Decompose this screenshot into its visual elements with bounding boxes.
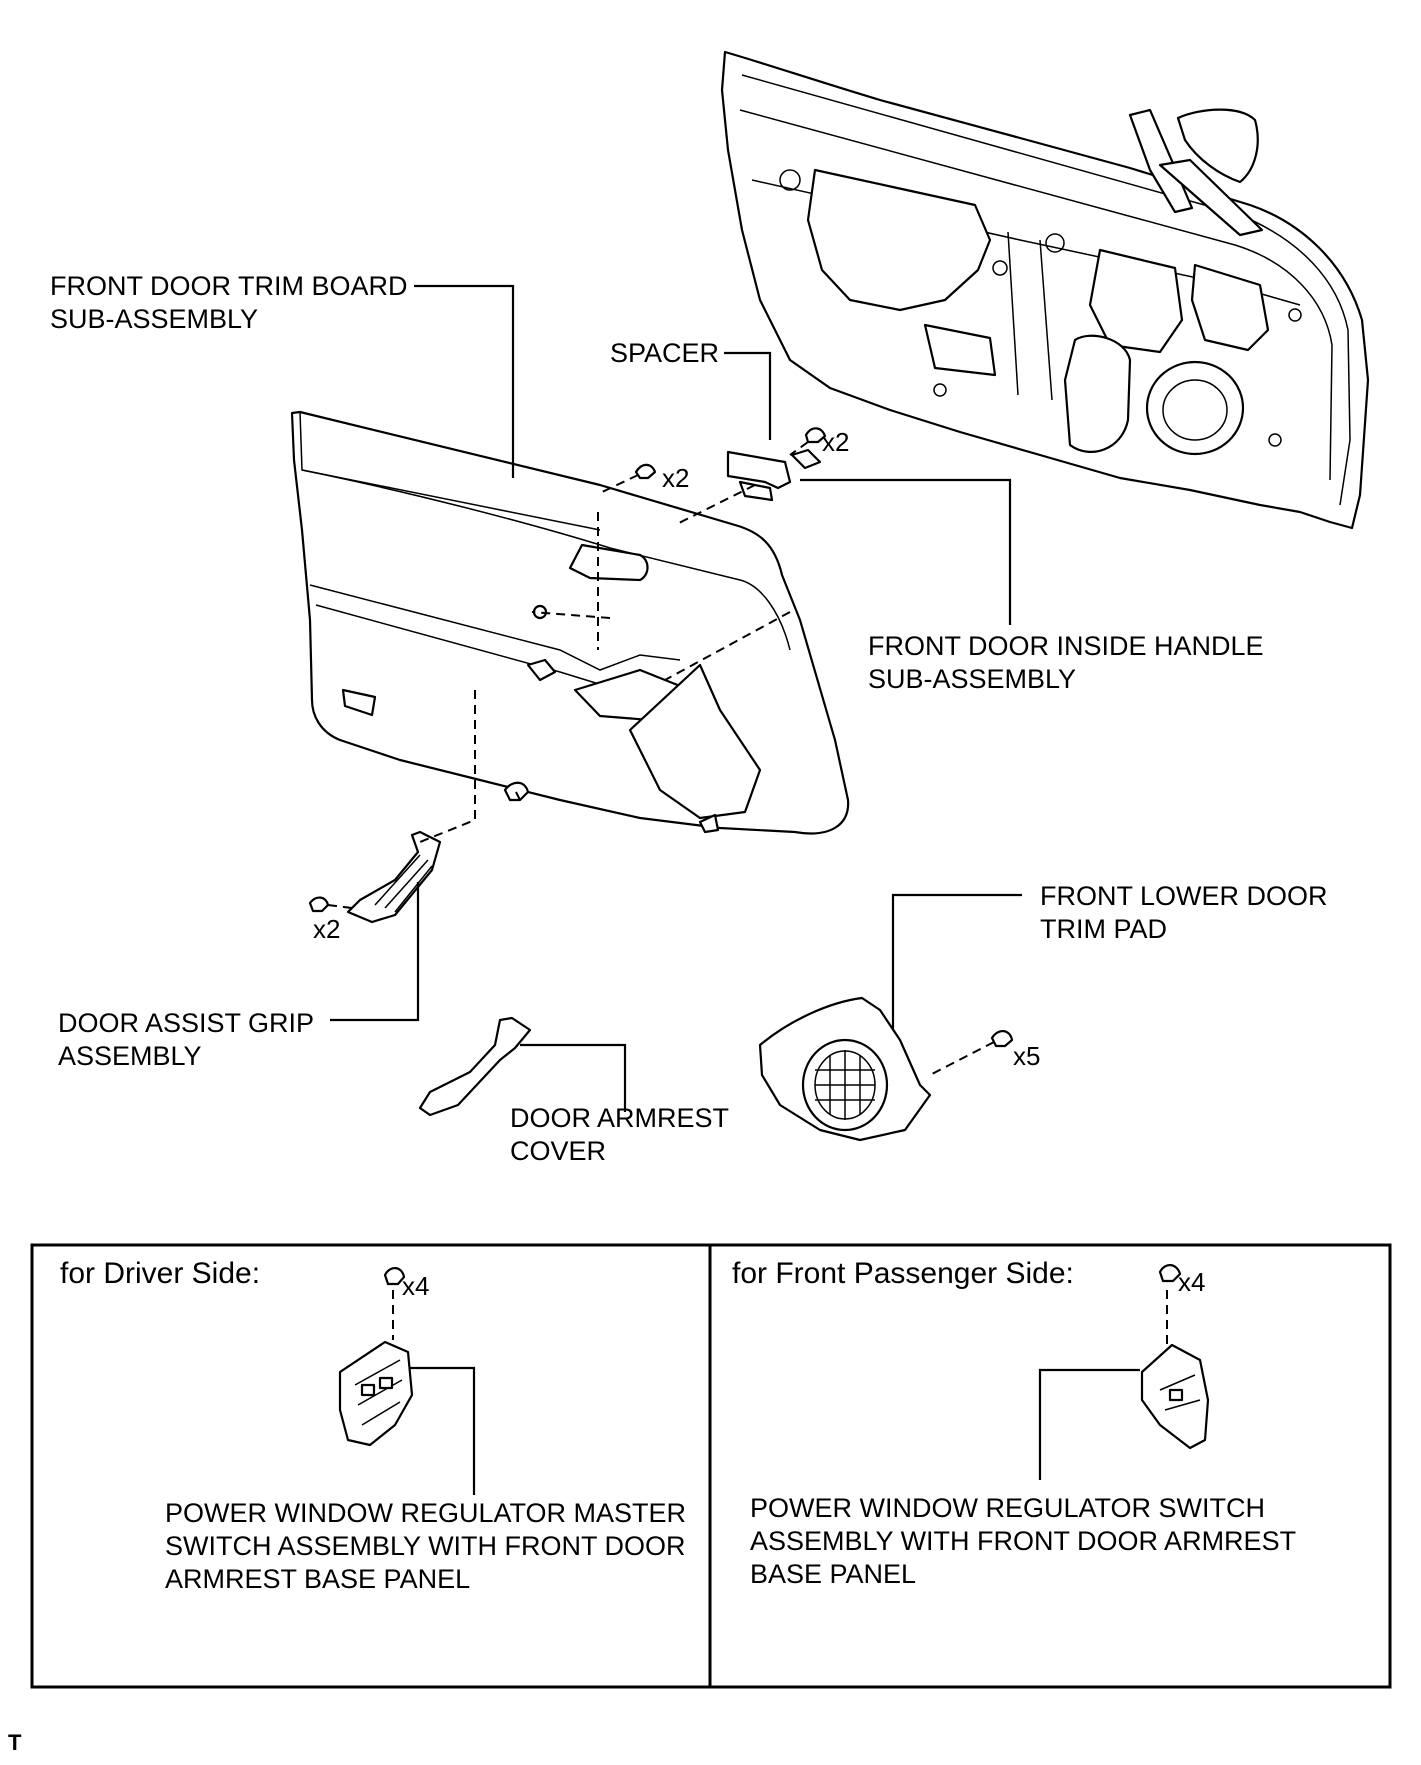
qty-handle-screws: x2: [662, 463, 690, 493]
label-master-switch: POWER WINDOW REGULATOR MASTER SWITCH ASS…: [165, 1497, 686, 1596]
passenger-side-title: for Front Passenger Side:: [732, 1257, 1074, 1290]
label-spacer: SPACER: [610, 337, 719, 370]
assist-grip-illustration: [308, 830, 442, 924]
qty-spacer-clips: x2: [822, 427, 850, 457]
inside-handle-illustration: [634, 427, 827, 502]
driver-switch-illustration: [338, 1267, 414, 1447]
label-line: ASSEMBLY: [58, 1041, 202, 1071]
leader-lines: [330, 284, 1140, 1495]
label-line: POWER WINDOW REGULATOR MASTER: [165, 1498, 687, 1528]
footer-mark: T: [8, 1730, 22, 1755]
label-armrest-cover: DOOR ARMREST COVER: [510, 1102, 729, 1168]
qty-passenger-screws: x4: [1178, 1267, 1206, 1297]
label-line: POWER WINDOW REGULATOR SWITCH: [750, 1493, 1265, 1523]
assembly-dashed-lines: [327, 441, 995, 1076]
qty-driver-screws: x4: [402, 1271, 430, 1301]
front-door-panel-illustration: [720, 50, 1370, 530]
passenger-switch-illustration: [1140, 1264, 1210, 1450]
armrest-cover-illustration: [418, 1016, 532, 1117]
label-line: DOOR ASSIST GRIP: [58, 1008, 315, 1038]
label-trim-board: FRONT DOOR TRIM BOARD SUB-ASSEMBLY: [50, 270, 408, 336]
label-line: SPACER: [610, 338, 720, 368]
label-line: SUB-ASSEMBLY: [50, 304, 259, 334]
label-line: BASE PANEL: [750, 1559, 917, 1589]
label-lower-trim-pad: FRONT LOWER DOOR TRIM PAD: [1040, 880, 1328, 946]
label-line: FRONT DOOR TRIM BOARD: [50, 271, 408, 301]
label-line: SWITCH ASSEMBLY WITH FRONT DOOR: [165, 1531, 686, 1561]
label-line: FRONT DOOR INSIDE HANDLE: [868, 631, 1264, 661]
side-variant-panels: [30, 1243, 1392, 1689]
label-line: COVER: [510, 1136, 607, 1166]
label-line: FRONT LOWER DOOR: [1040, 881, 1328, 911]
lower-trim-pad-illustration: [758, 996, 1014, 1142]
label-line: ASSEMBLY WITH FRONT DOOR ARMREST: [750, 1526, 1297, 1556]
label-passenger-switch: POWER WINDOW REGULATOR SWITCH ASSEMBLY W…: [750, 1492, 1296, 1591]
label-assist-grip: DOOR ASSIST GRIP ASSEMBLY: [58, 1007, 314, 1073]
label-line: TRIM PAD: [1040, 914, 1167, 944]
label-line: SUB-ASSEMBLY: [868, 664, 1077, 694]
qty-grip-screws: x2: [313, 914, 341, 944]
label-line: DOOR ARMREST: [510, 1103, 730, 1133]
label-line: ARMREST BASE PANEL: [165, 1564, 471, 1594]
qty-trim-pad-screws: x5: [1013, 1041, 1041, 1071]
label-inside-handle: FRONT DOOR INSIDE HANDLE SUB-ASSEMBLY: [868, 630, 1264, 696]
trim-board-illustration: [290, 410, 850, 835]
driver-side-title: for Driver Side:: [60, 1257, 261, 1290]
